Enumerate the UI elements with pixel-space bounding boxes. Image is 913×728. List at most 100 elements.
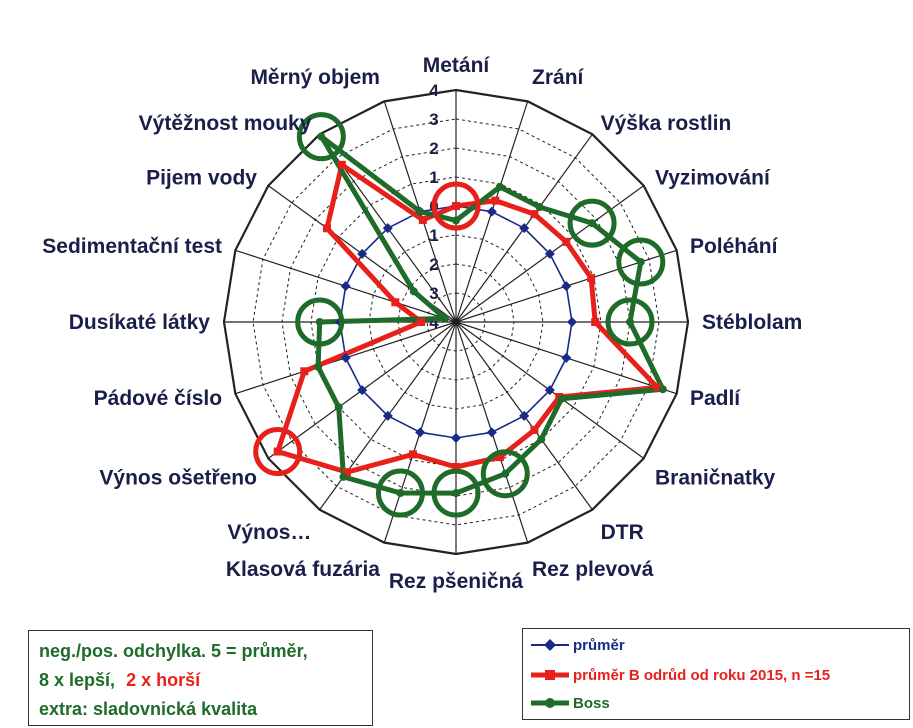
note-line-2: 8 x lepší, 2 x horší: [39, 666, 362, 695]
legend-item-prumer-b: průměr B odrůd od roku 2015, n =15: [529, 665, 830, 685]
series-point: [501, 469, 510, 478]
series-point: [357, 248, 368, 259]
legend-swatch-prumer-b: [531, 670, 569, 680]
series-point: [382, 410, 393, 421]
series-point: [544, 248, 555, 259]
series-point: [417, 318, 426, 326]
series-point: [495, 182, 504, 191]
note-line-1: neg./pos. odchylka. 5 = průměr,: [39, 641, 308, 661]
legend-item-boss: Boss: [529, 693, 610, 713]
legend-item-prumer: průměr: [529, 635, 625, 655]
series-point: [495, 453, 504, 462]
series-point: [418, 215, 427, 224]
axis-label: Vyzimování: [655, 166, 771, 189]
series-point: [486, 427, 497, 438]
series-point: [416, 207, 425, 216]
series-point: [561, 352, 572, 363]
axis-label: Rez pšeničná: [389, 570, 524, 593]
series-point: [557, 394, 566, 403]
highlight-circle-red: [431, 181, 481, 231]
legend-swatch-prumer: [531, 639, 569, 651]
axis-label: Výška rostlin: [601, 112, 732, 135]
series-point: [451, 433, 461, 443]
axis-label: Braničnatky: [655, 467, 776, 490]
axis-label: Klasová fuzária: [226, 558, 380, 581]
note-better: 8 x lepší,: [39, 670, 116, 690]
series-point: [314, 362, 323, 371]
axis-label: DTR: [601, 521, 644, 544]
highlight-circle-green: [605, 297, 655, 347]
series-point: [530, 210, 539, 219]
series-point: [396, 488, 405, 497]
axis-label: Výnos…: [227, 521, 311, 544]
series-point: [636, 257, 645, 266]
axis-label: Stéblolam: [702, 311, 802, 334]
radar-grid: [222, 88, 690, 556]
legend-label-boss: Boss: [573, 694, 610, 712]
series-point: [452, 463, 460, 471]
series-point: [591, 318, 600, 326]
series-point: [486, 206, 497, 217]
radar-markers: [273, 132, 667, 498]
series-point: [561, 281, 572, 292]
series-point: [300, 367, 309, 376]
series-point: [653, 383, 662, 392]
series-point: [452, 202, 460, 210]
highlight-circle-green: [296, 112, 346, 162]
series-point: [567, 317, 577, 327]
note-worse: 2 x horší: [126, 670, 201, 690]
series-point: [544, 385, 555, 396]
tick-label: 4: [429, 313, 439, 332]
axis-label: Sedimentační test: [42, 235, 222, 258]
highlight-circle-green: [431, 468, 481, 518]
highlight-circle-green: [616, 237, 666, 287]
series-point: [519, 410, 530, 421]
series-point: [658, 385, 667, 394]
tick-label: 2: [429, 255, 438, 274]
series-point: [452, 216, 460, 225]
highlight-circle-green: [567, 198, 617, 248]
highlight-circles: [253, 112, 666, 518]
legend-swatch-boss: [531, 698, 569, 708]
series-point: [339, 472, 348, 481]
axis-label: Dusíkaté látky: [69, 311, 211, 334]
legend: průměr průměr B odrůd od roku 2015, n =1…: [522, 628, 910, 720]
note-line-3: extra: sladovnická kvalita: [39, 699, 258, 719]
series-point: [273, 447, 282, 456]
highlight-circle-green: [480, 449, 530, 499]
series-point: [342, 468, 351, 477]
series-point: [322, 224, 331, 233]
series-point: [337, 160, 346, 169]
series-point: [452, 489, 460, 498]
series-point: [530, 425, 539, 434]
axis-label: Pijem vody: [146, 166, 257, 189]
axis-label: Pádové číslo: [94, 387, 222, 410]
series-point: [588, 219, 597, 228]
tick-label: 2: [429, 139, 438, 158]
series-point: [340, 352, 351, 363]
axis-label: Výtěžnost mouky: [139, 112, 312, 135]
highlight-circle-green: [295, 297, 345, 347]
series-point: [340, 281, 351, 292]
grid-ring: [310, 176, 602, 468]
series-point: [587, 274, 596, 283]
tick-label: 3: [429, 284, 438, 303]
series-point: [562, 237, 571, 246]
series-point: [317, 132, 326, 141]
series-point: [334, 403, 343, 412]
axis-label: Zrání: [532, 66, 585, 89]
tick-label: 4: [429, 81, 439, 100]
grid-ring: [252, 118, 660, 526]
highlight-circle-green: [375, 468, 425, 518]
series-point: [440, 314, 449, 323]
tick-label: 3: [429, 110, 438, 129]
axis-label: Metání: [423, 54, 491, 77]
series-point: [537, 435, 546, 444]
series-point: [408, 450, 417, 459]
series-point: [357, 385, 368, 396]
series-point: [535, 203, 544, 212]
series-point: [409, 287, 418, 296]
highlight-circle-red: [253, 427, 303, 477]
